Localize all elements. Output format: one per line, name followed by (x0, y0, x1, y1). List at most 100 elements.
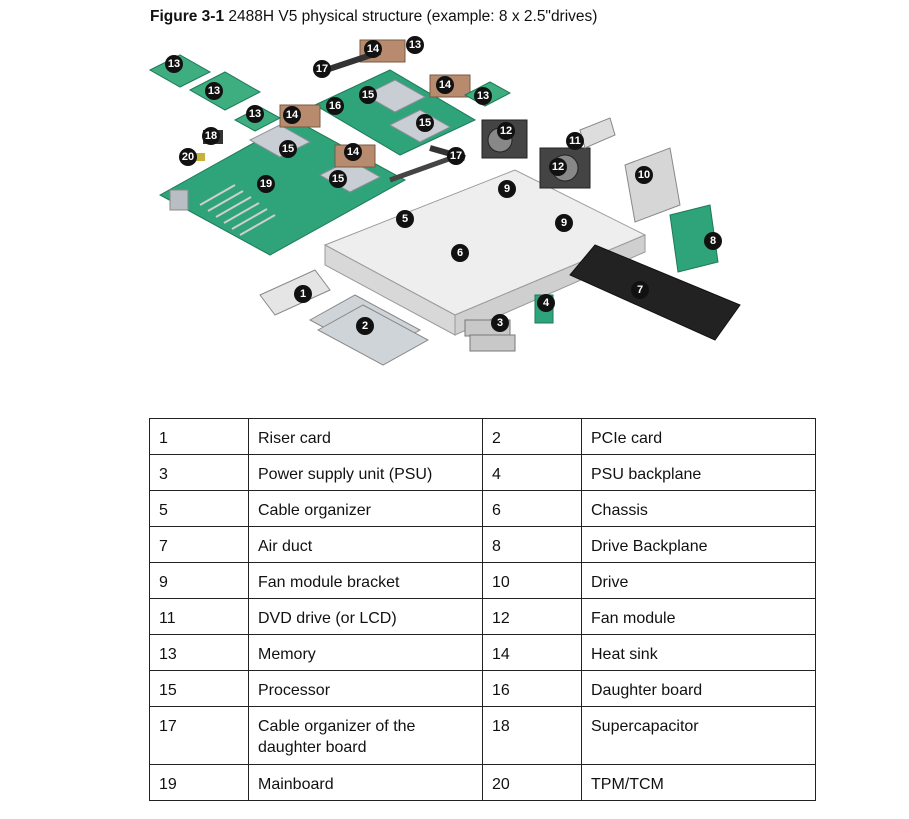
svg-text:19: 19 (260, 178, 272, 190)
part-number: 7 (149, 526, 249, 563)
svg-text:13: 13 (168, 58, 180, 70)
tpm-shape (195, 153, 205, 161)
callout-1: 1 (294, 285, 312, 303)
svg-text:16: 16 (329, 100, 341, 112)
svg-text:9: 9 (504, 183, 510, 195)
svg-text:11: 11 (569, 135, 581, 147)
callout-8: 8 (704, 232, 722, 250)
callout-3: 3 (491, 314, 509, 332)
part-number: 10 (482, 562, 582, 599)
callout-13a: 13 (165, 55, 183, 73)
part-number: 13 (149, 634, 249, 671)
callout-9b: 9 (555, 214, 573, 232)
part-name: Air duct (248, 526, 483, 563)
part-number: 14 (482, 634, 582, 671)
callout-7: 7 (631, 281, 649, 299)
callout-6: 6 (451, 244, 469, 262)
table-row: 5 Cable organizer 6 Chassis (149, 490, 816, 527)
callout-14b: 14 (283, 106, 301, 124)
callout-14a: 14 (364, 40, 382, 58)
callout-15d: 15 (416, 114, 434, 132)
table-row: 15 Processor 16 Daughter board (149, 670, 816, 707)
svg-text:14: 14 (367, 43, 380, 55)
svg-text:13: 13 (409, 39, 421, 51)
callout-13c: 13 (246, 105, 264, 123)
svg-text:18: 18 (205, 130, 217, 142)
svg-text:4: 4 (543, 297, 550, 309)
part-name: Fan module (581, 598, 816, 635)
callout-13b: 13 (205, 82, 223, 100)
callout-5: 5 (396, 210, 414, 228)
part-name: PSU backplane (581, 454, 816, 491)
svg-text:15: 15 (282, 143, 294, 155)
part-number: 8 (482, 526, 582, 563)
callout-16: 16 (326, 97, 344, 115)
part-name: Supercapacitor (581, 706, 816, 765)
svg-text:14: 14 (439, 79, 452, 91)
svg-text:15: 15 (419, 117, 431, 129)
dvd-drive-shape (579, 117, 616, 149)
svg-text:14: 14 (286, 109, 299, 121)
part-name: Cable organizer of the daughter board (248, 706, 483, 765)
svg-text:12: 12 (552, 161, 564, 173)
svg-text:12: 12 (500, 125, 512, 137)
callout-11: 11 (566, 132, 584, 150)
callout-15a: 15 (279, 140, 297, 158)
part-number: 20 (482, 764, 582, 801)
figure-number: Figure 3-1 (150, 8, 225, 25)
svg-text:7: 7 (637, 284, 643, 296)
svg-text:8: 8 (710, 235, 716, 247)
part-name: Chassis (581, 490, 816, 527)
part-name: DVD drive (or LCD) (248, 598, 483, 635)
svg-text:13: 13 (477, 90, 489, 102)
callout-2: 2 (356, 317, 374, 335)
callout-18: 18 (202, 127, 220, 145)
parts-table: 1 Riser card 2 PCIe card 3 Power supply … (149, 418, 816, 801)
part-name: Daughter board (581, 670, 816, 707)
part-name: Riser card (248, 418, 483, 455)
part-number: 2 (482, 418, 582, 455)
exploded-server-diagram: 1 2 3 4 5 6 7 8 9 9 10 11 12 12 13 13 13… (140, 30, 750, 390)
part-name: Mainboard (248, 764, 483, 801)
table-row: 13 Memory 14 Heat sink (149, 634, 816, 671)
part-name: Heat sink (581, 634, 816, 671)
table-row: 1 Riser card 2 PCIe card (149, 418, 816, 455)
callout-9a: 9 (498, 180, 516, 198)
part-name: Power supply unit (PSU) (248, 454, 483, 491)
table-row: 19 Mainboard 20 TPM/TCM (149, 764, 816, 801)
callout-14c: 14 (344, 143, 362, 161)
svg-text:15: 15 (362, 89, 374, 101)
part-name: Cable organizer (248, 490, 483, 527)
callout-15c: 15 (359, 86, 377, 104)
callout-13e: 13 (474, 87, 492, 105)
part-number: 1 (149, 418, 249, 455)
part-number: 16 (482, 670, 582, 707)
callout-4: 4 (537, 294, 555, 312)
drive-backplane-shape (669, 204, 719, 273)
callout-10: 10 (635, 166, 653, 184)
svg-text:17: 17 (450, 150, 462, 162)
svg-text:3: 3 (497, 317, 503, 329)
svg-text:9: 9 (561, 217, 567, 229)
part-number: 11 (149, 598, 249, 635)
part-number: 3 (149, 454, 249, 491)
svg-text:14: 14 (347, 146, 360, 158)
svg-text:13: 13 (249, 108, 261, 120)
part-number: 4 (482, 454, 582, 491)
callout-13d: 13 (406, 36, 424, 54)
part-number: 6 (482, 490, 582, 527)
svg-text:5: 5 (402, 213, 408, 225)
part-name: PCIe card (581, 418, 816, 455)
air-duct-shape (569, 244, 741, 341)
svg-text:1: 1 (300, 288, 306, 300)
callout-12a: 12 (497, 122, 515, 140)
part-name: Fan module bracket (248, 562, 483, 599)
svg-text:20: 20 (182, 151, 194, 163)
part-number: 19 (149, 764, 249, 801)
svg-text:13: 13 (208, 85, 220, 97)
part-number: 9 (149, 562, 249, 599)
part-name: TPM/TCM (581, 764, 816, 801)
part-name: Memory (248, 634, 483, 671)
callout-15b: 15 (329, 170, 347, 188)
callout-19: 19 (257, 175, 275, 193)
